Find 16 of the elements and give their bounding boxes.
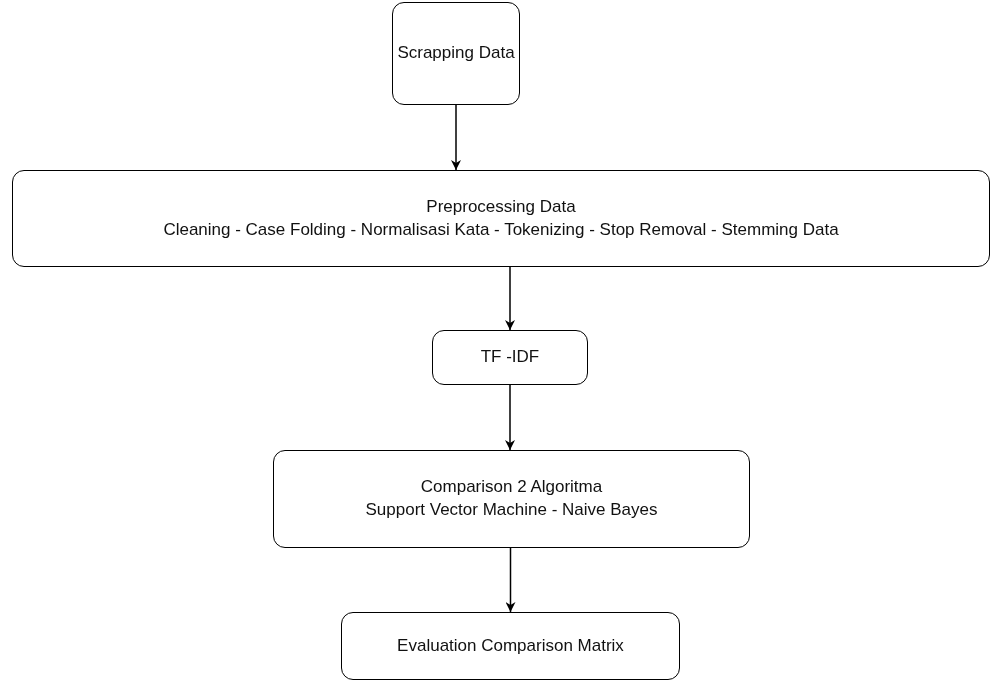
process-box bbox=[12, 170, 990, 267]
process-box bbox=[273, 450, 750, 548]
box-title: Scrapping Data bbox=[397, 42, 515, 65]
box-title: Preprocessing Data bbox=[426, 195, 576, 218]
box-title: Comparison 2 Algoritma bbox=[420, 476, 603, 499]
arrow bbox=[505, 547, 516, 613]
box-title: TF -IDF bbox=[480, 346, 540, 369]
process-box bbox=[432, 330, 588, 385]
box-title: Evaluation Comparison Matrix bbox=[397, 634, 624, 657]
process-box bbox=[392, 2, 520, 105]
arrow bbox=[505, 384, 515, 451]
box-text: Support Vector Machine - Naive Bayes bbox=[365, 499, 658, 521]
process-box bbox=[341, 612, 680, 680]
arrow bbox=[505, 266, 515, 331]
arrow bbox=[451, 104, 461, 171]
box-text: Cleaning - Case Folding - Normalisasi Kata - Tokenizing - Stop Removal - Stemming Data bbox=[163, 218, 839, 241]
